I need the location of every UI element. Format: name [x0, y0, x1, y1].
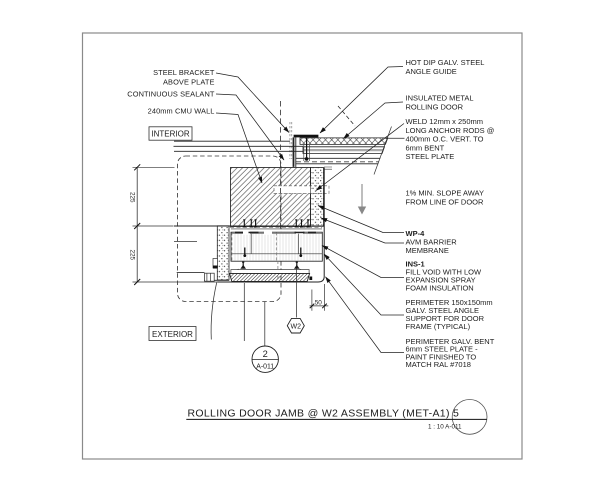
svg-text:FROM LINE OF DOOR: FROM LINE OF DOOR	[406, 197, 485, 206]
svg-text:6mm STEEL PLATE -: 6mm STEEL PLATE -	[406, 345, 479, 354]
svg-text:2: 2	[263, 349, 268, 359]
svg-text:MATCH RAL #7018: MATCH RAL #7018	[406, 360, 471, 369]
svg-text:ROLLING DOOR: ROLLING DOOR	[406, 103, 464, 112]
svg-text:FOAM INSULATION: FOAM INSULATION	[406, 284, 474, 293]
svg-text:225: 225	[129, 249, 136, 260]
svg-text:HOT DIP GALV. STEEL: HOT DIP GALV. STEEL	[406, 58, 485, 67]
svg-text:INSULATED METAL: INSULATED METAL	[406, 94, 474, 103]
svg-text:1% MIN. SLOPE AWAY: 1% MIN. SLOPE AWAY	[406, 189, 485, 198]
svg-text:6mm BENT: 6mm BENT	[406, 143, 445, 152]
svg-text:1 : 10 A-011: 1 : 10 A-011	[428, 424, 462, 431]
svg-text:400mm O.C. VERT. TO: 400mm O.C. VERT. TO	[406, 135, 484, 144]
svg-text:240mm CMU WALL: 240mm CMU WALL	[148, 106, 215, 115]
svg-text:STEEL PLATE: STEEL PLATE	[406, 152, 455, 161]
svg-text:ANGLE GUIDE: ANGLE GUIDE	[406, 67, 457, 76]
svg-text:PERIMETER 150x150mm: PERIMETER 150x150mm	[406, 298, 493, 307]
svg-text:EXPANSION SPRAY: EXPANSION SPRAY	[406, 276, 476, 285]
svg-text:FRAME (TYPICAL): FRAME (TYPICAL)	[406, 322, 471, 331]
svg-text:225: 225	[129, 192, 136, 203]
svg-text:WP-4: WP-4	[406, 229, 426, 238]
svg-text:SUPPORT FOR DOOR: SUPPORT FOR DOOR	[406, 314, 485, 323]
svg-text:FILL VOID WITH LOW: FILL VOID WITH LOW	[406, 268, 482, 277]
svg-text:CONTINUOUS SEALANT: CONTINUOUS SEALANT	[127, 90, 215, 99]
svg-text:GALV. STEEL ANGLE: GALV. STEEL ANGLE	[406, 306, 480, 315]
svg-text:LONG ANCHOR RODS @: LONG ANCHOR RODS @	[406, 126, 495, 135]
svg-text:INS-1: INS-1	[406, 260, 425, 269]
svg-text:A-011: A-011	[256, 364, 274, 371]
svg-text:INTERIOR: INTERIOR	[151, 130, 189, 139]
svg-text:ABOVE PLATE: ABOVE PLATE	[163, 78, 214, 87]
svg-text:EXTERIOR: EXTERIOR	[152, 330, 193, 339]
svg-text:AVM BARRIER: AVM BARRIER	[406, 238, 458, 247]
svg-text:50: 50	[315, 299, 323, 306]
svg-text:PERIMETER GALV. BENT: PERIMETER GALV. BENT	[406, 337, 495, 346]
svg-text:STEEL BRACKET: STEEL BRACKET	[153, 68, 215, 77]
svg-text:PAINT FINISHED TO: PAINT FINISHED TO	[406, 352, 477, 361]
svg-text:W2: W2	[291, 324, 302, 331]
svg-text:WELD 12mm x 250mm: WELD 12mm x 250mm	[406, 117, 484, 126]
svg-text:MEMBRANE: MEMBRANE	[406, 246, 449, 255]
svg-text:ROLLING DOOR JAMB @ W2 ASSEMBL: ROLLING DOOR JAMB @ W2 ASSEMBLY (MET-A1)…	[188, 408, 460, 420]
